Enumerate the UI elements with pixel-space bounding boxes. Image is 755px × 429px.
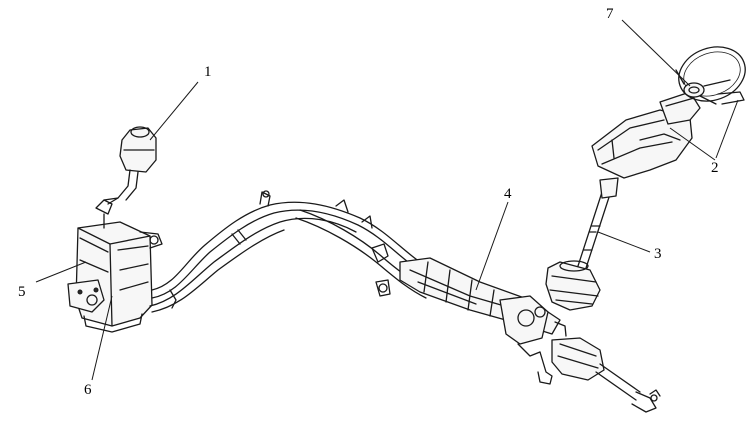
leader-lines bbox=[35, 19, 739, 381]
callout-5: 5 bbox=[18, 284, 26, 300]
leader-6 bbox=[91, 295, 113, 381]
steering-column-housing bbox=[591, 91, 701, 179]
intermediate-shaft bbox=[577, 177, 619, 269]
callout-6: 6 bbox=[84, 382, 92, 398]
callout-7: 7 bbox=[606, 6, 614, 22]
sensor-valve bbox=[103, 126, 157, 205]
callout-4: 4 bbox=[504, 186, 512, 202]
hydraulic-hoses bbox=[149, 190, 431, 313]
callout-1: 1 bbox=[204, 64, 212, 80]
callout-3: 3 bbox=[654, 246, 662, 262]
steering-wheel bbox=[675, 46, 746, 105]
leader-4 bbox=[475, 201, 509, 291]
leader-3 bbox=[597, 231, 651, 253]
leader-2b bbox=[715, 99, 739, 159]
leader-5 bbox=[35, 261, 87, 283]
steering-gear-boot bbox=[545, 260, 601, 311]
pump-reservoir-assembly bbox=[67, 199, 163, 333]
callout-labels: 1 2 3 4 5 6 7 bbox=[18, 6, 719, 398]
callout-2: 2 bbox=[711, 160, 719, 176]
leader-7 bbox=[621, 19, 691, 87]
leader-2 bbox=[669, 127, 716, 161]
leader-1 bbox=[149, 81, 199, 141]
steering-rack bbox=[399, 257, 661, 413]
